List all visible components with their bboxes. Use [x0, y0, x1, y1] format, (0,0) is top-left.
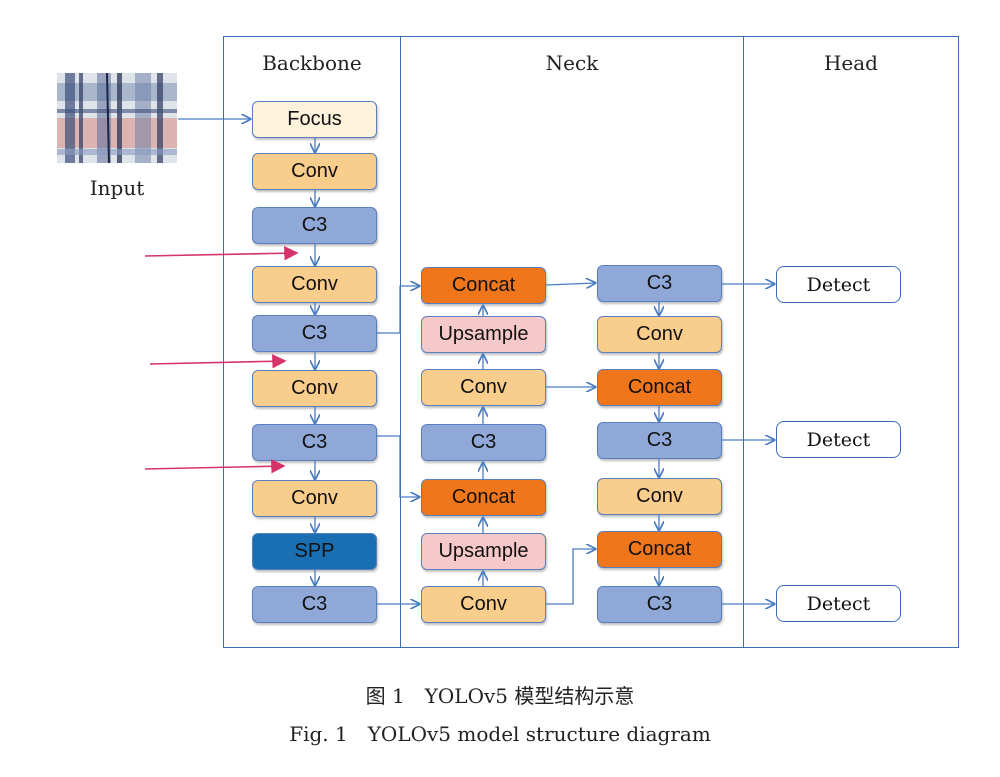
- backbone-conv-block-4: Conv: [252, 480, 377, 517]
- head-detect-block-2: Detect: [776, 421, 901, 458]
- backbone-conv-block-2: Conv: [252, 266, 377, 303]
- red-arrow-1: [144, 246, 299, 261]
- red-arrow-3: [144, 459, 286, 474]
- head-panel: [743, 36, 959, 648]
- neck-conv-block-right-1: Conv: [597, 316, 722, 353]
- neck-title: Neck: [545, 51, 599, 75]
- neck-upsample-block-2: Upsample: [421, 533, 546, 570]
- backbone-conv-block-1: Conv: [252, 153, 377, 190]
- backbone-conv-block-3: Conv: [252, 370, 377, 407]
- neck-concat-block-right-2: Concat: [597, 531, 722, 568]
- backbone-c3-block-4: C3: [252, 586, 377, 623]
- backbone-spp-block: SPP: [252, 533, 377, 570]
- neck-c3-block-right-1: C3: [597, 265, 722, 302]
- backbone-title: Backbone: [262, 51, 362, 75]
- red-arrow-2: [149, 354, 287, 369]
- neck-concat-block-right-1: Concat: [597, 369, 722, 406]
- neck-concat-block-2: Concat: [421, 479, 546, 516]
- input-label: Input: [89, 176, 145, 200]
- neck-upsample-block-1: Upsample: [421, 316, 546, 353]
- neck-conv-block-1: Conv: [421, 369, 546, 406]
- backbone-c3-block-3: C3: [252, 424, 377, 461]
- input-fabric-image: [57, 73, 177, 163]
- backbone-focus-block: Focus: [252, 101, 377, 138]
- head-title: Head: [823, 51, 878, 75]
- backbone-c3-block-1: C3: [252, 207, 377, 244]
- neck-concat-block-1: Concat: [421, 267, 546, 304]
- neck-c3-block-right-3: C3: [597, 586, 722, 623]
- neck-c3-block-right-2: C3: [597, 422, 722, 459]
- neck-conv-block-2: Conv: [421, 586, 546, 623]
- neck-conv-block-right-2: Conv: [597, 478, 722, 515]
- head-detect-block-3: Detect: [776, 585, 901, 622]
- backbone-c3-block-2: C3: [252, 315, 377, 352]
- head-detect-block-1: Detect: [776, 266, 901, 303]
- neck-c3-block-1: C3: [421, 424, 546, 461]
- figure-caption-english: Fig. 1 YOLOv5 model structure diagram: [289, 722, 711, 746]
- figure-caption-chinese: 图 1 YOLOv5 模型结构示意: [365, 684, 635, 708]
